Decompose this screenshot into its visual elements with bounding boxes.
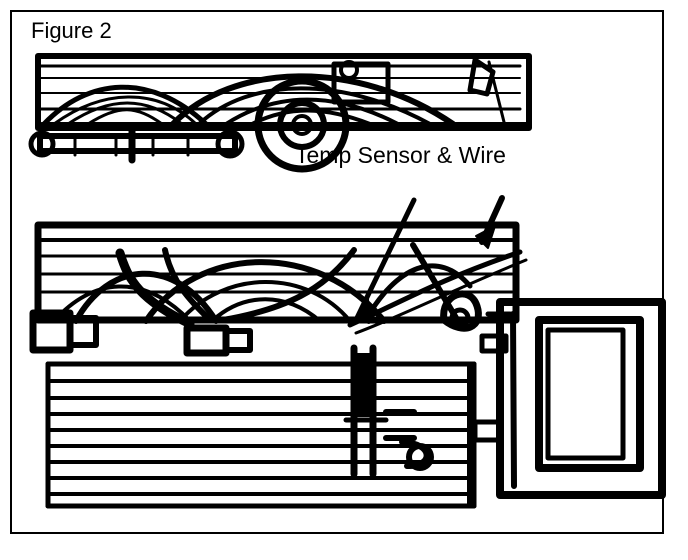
right-housing (467, 298, 666, 507)
callout-label: Temp Sensor & Wire (295, 142, 506, 168)
lower-fan-assembly (29, 221, 520, 357)
figure-title: Figure 2 (31, 18, 112, 43)
condenser-core (45, 361, 477, 509)
temperature-sensor (343, 344, 434, 478)
upper-fan-assembly (28, 53, 532, 173)
